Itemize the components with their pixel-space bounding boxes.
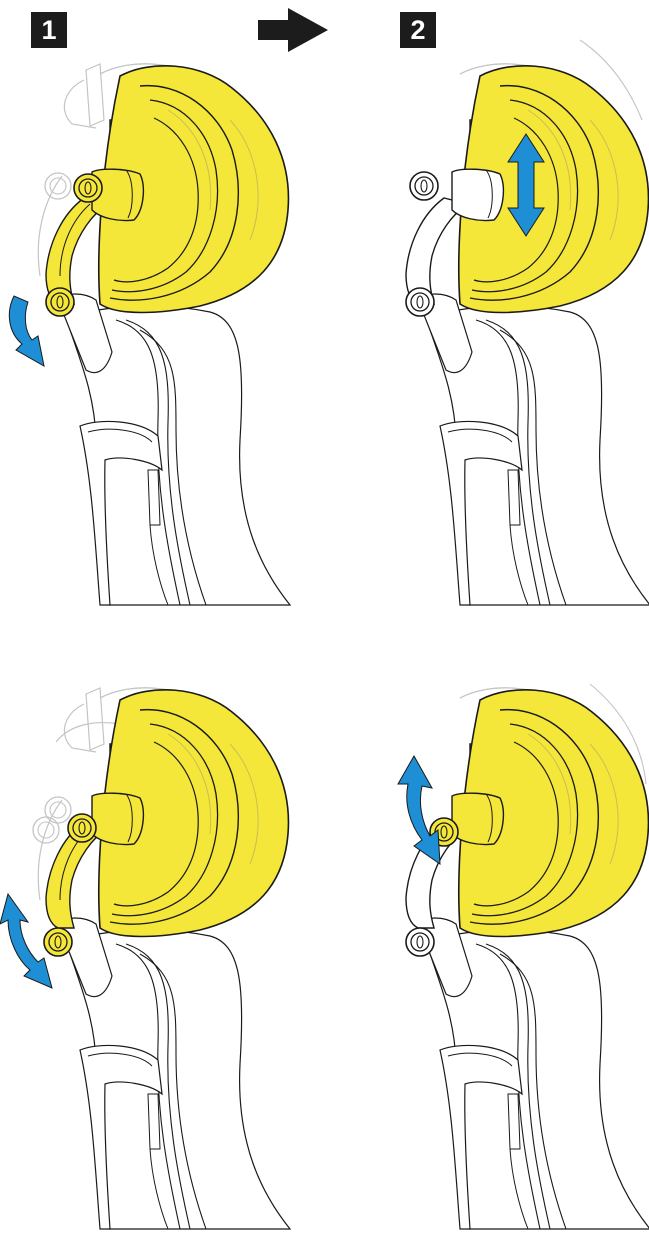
step-1-badge: 1 (31, 12, 67, 48)
rotate-down-arrow (9, 296, 44, 366)
next-step-arrow (258, 8, 328, 52)
panel-tilt-range (0, 688, 290, 1229)
swivel-arrow (398, 756, 440, 864)
panel-step-1 (9, 64, 290, 605)
panel-swivel-range (398, 684, 649, 1229)
panel-step-2 (406, 40, 649, 605)
step-2-badge: 2 (400, 12, 436, 48)
